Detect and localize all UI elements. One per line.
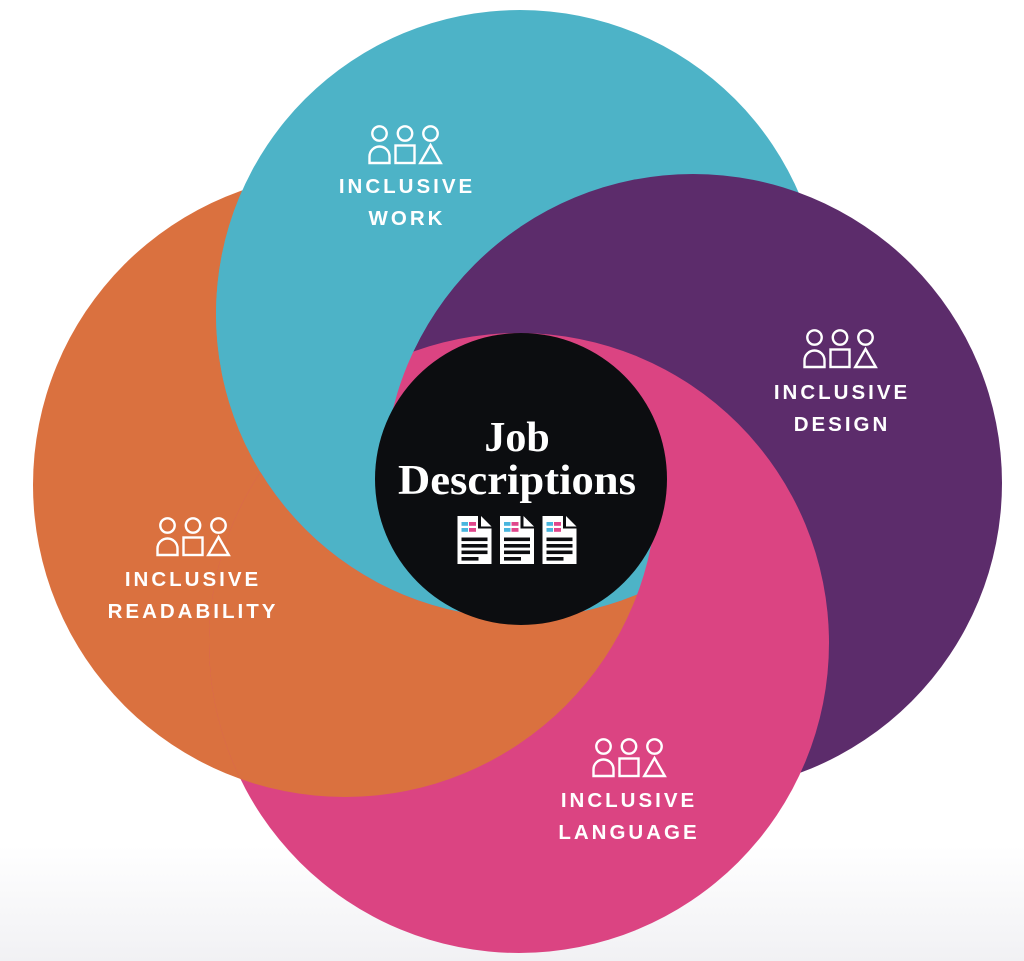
- ring-label-line1: INCLUSIVE: [125, 568, 261, 591]
- center-title-line2: Descriptions: [398, 458, 636, 504]
- ring-group-inclusive-readability: INCLUSIVE READABILITY: [108, 517, 279, 623]
- ring-label-line1: INCLUSIVE: [774, 381, 910, 404]
- ring-group-inclusive-language: INCLUSIVE LANGUAGE: [558, 738, 699, 844]
- document-icon: [457, 516, 577, 564]
- center-badge: [375, 333, 667, 625]
- center-title-line1: Job: [484, 415, 549, 461]
- ring-label-line2: DESIGN: [794, 413, 891, 436]
- ring-label-line1: INCLUSIVE: [561, 789, 697, 812]
- ring-group-inclusive-design: INCLUSIVE DESIGN: [774, 329, 910, 436]
- ring-label-line1: INCLUSIVE: [339, 175, 475, 198]
- ring-label-line2: LANGUAGE: [558, 821, 699, 844]
- ring-label-line2: WORK: [369, 207, 446, 230]
- swirl-piece-orange: [209, 333, 657, 797]
- ring-group-inclusive-work: INCLUSIVE WORK: [339, 125, 475, 230]
- ring-label-line2: READABILITY: [108, 600, 279, 623]
